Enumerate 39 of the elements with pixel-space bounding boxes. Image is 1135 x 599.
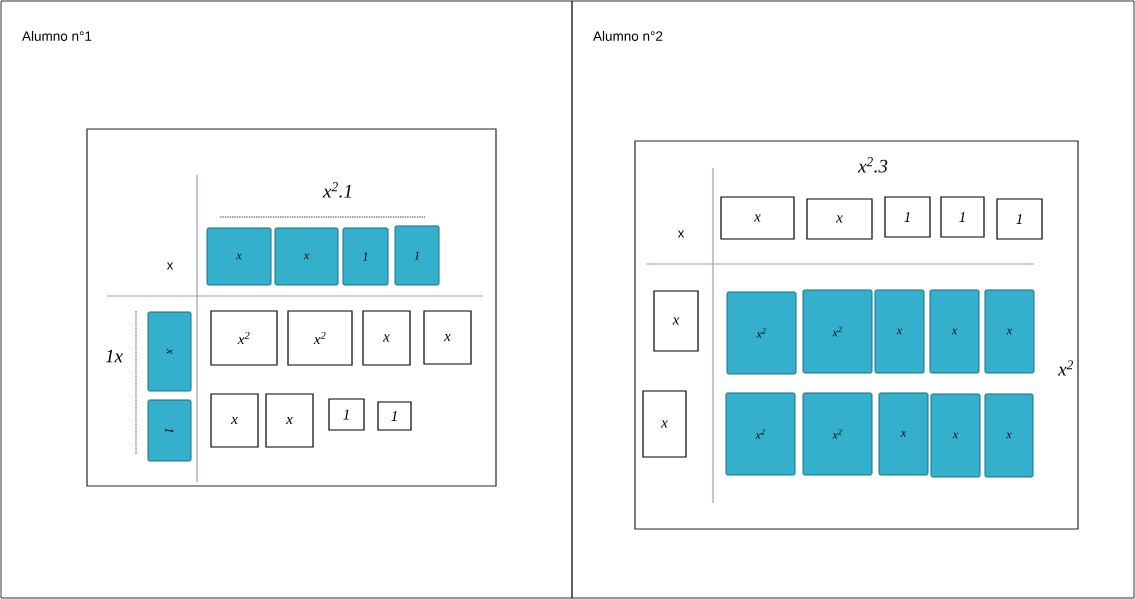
- algebra-tile: x: [984, 393, 1034, 478]
- axis-label: x: [166, 262, 174, 270]
- math-label: 1x: [105, 349, 123, 363]
- algebra-tile: x$^{2}$: [210, 310, 278, 366]
- algebra-tile: 1: [328, 398, 365, 431]
- algebra-tile: x: [878, 392, 929, 476]
- math-label: x$^{2}$.3: [857, 157, 888, 173]
- algebra-tile: 1: [996, 198, 1043, 240]
- algebra-tile: x: [930, 393, 981, 478]
- algebra-tile: 1: [394, 225, 440, 286]
- algebra-tile: x$^{2}$: [802, 392, 873, 476]
- algebra-tile: x: [206, 227, 272, 286]
- algebra-tile: x: [642, 390, 687, 458]
- math-label: x$^{2}$: [1058, 360, 1073, 376]
- algebra-tile: 1: [342, 227, 389, 286]
- algebra-tile: x$^{2}$: [725, 392, 796, 476]
- algebra-tile: 1: [940, 196, 985, 238]
- algebra-tile: x: [147, 311, 192, 392]
- algebra-tile: 1: [147, 399, 192, 462]
- math-label: x$^{2}$.1: [322, 182, 351, 198]
- algebra-tile: x: [806, 198, 873, 240]
- algebra-tile: x: [720, 196, 795, 240]
- algebra-tile: x$^{2}$: [726, 291, 797, 375]
- algebra-tile: x: [274, 227, 339, 286]
- algebra-tile: x$^{2}$: [802, 289, 873, 374]
- figure-frame: [634, 140, 1079, 530]
- algebra-tile: x: [265, 393, 314, 448]
- axis-label: x: [677, 230, 685, 238]
- algebra-tile: 1: [884, 196, 931, 238]
- algebra-tile: x: [653, 290, 699, 352]
- algebra-tile: x: [929, 289, 980, 374]
- algebra-tile: x: [984, 289, 1035, 374]
- algebra-tile: 1: [377, 401, 412, 431]
- algebra-tile: x: [210, 393, 259, 448]
- algebra-tile: x$^{2}$: [287, 310, 353, 366]
- algebra-tile: x: [423, 310, 472, 365]
- figure-frame: [86, 128, 497, 487]
- algebra-tile: x: [874, 289, 925, 374]
- algebra-tile: x: [362, 310, 411, 366]
